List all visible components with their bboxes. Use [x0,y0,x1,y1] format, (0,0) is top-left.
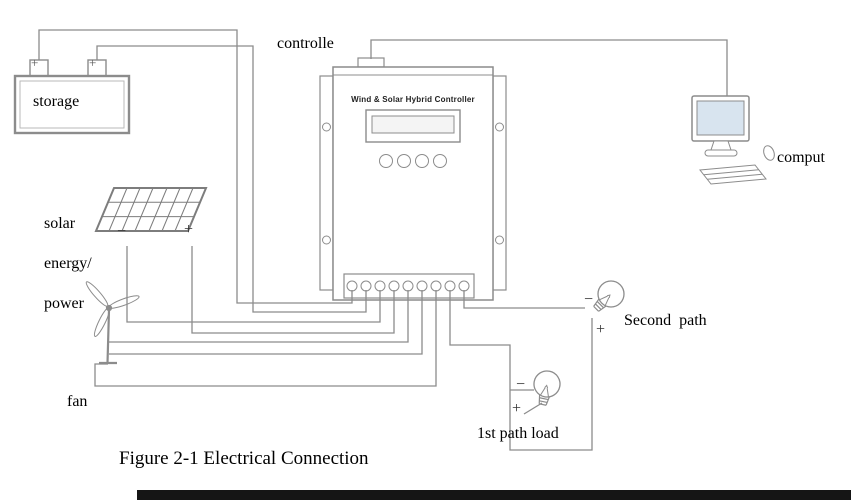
battery-body [13,74,131,135]
wires [38,29,728,451]
controller-button-4 [433,154,447,168]
monitor-screen [696,100,745,136]
first-path-bulb [529,367,564,408]
solar-minus-mark: − [117,223,127,240]
mouse [763,145,775,161]
wire-fan-2 [109,290,423,355]
solar-label-line3: power [44,295,84,312]
controller-label: controlle [277,35,334,52]
wire-battery-left [38,29,353,304]
solar-panel [94,187,208,232]
bracket-hole [322,122,331,132]
controller-top-tab [357,57,385,68]
controller-body [332,66,494,301]
controller-unit [319,57,507,301]
controller-bracket-left [319,75,334,291]
wire-solar-minus [126,246,381,323]
battery [13,59,131,135]
wind-turbine [85,281,140,365]
battery-left-plus-mark: + [31,55,39,70]
second-path-plus-mark: + [596,321,606,338]
fan-pole [99,309,117,365]
monitor-stand [710,140,732,151]
battery-right-plus-mark: + [89,55,97,70]
first-path-minus-mark: − [516,376,526,393]
fan-blade-1 [85,281,109,307]
controller-title: Wind & Solar Hybrid Controller [351,95,475,104]
solar-label-line1: solar [44,215,76,232]
second-path-label: Second path [624,312,707,329]
controller-lcd-screen [371,115,455,134]
bracket-hole [495,122,504,132]
bracket-hole [495,235,504,245]
monitor-base [704,149,738,157]
fan-blade-2 [108,295,140,309]
controller-button-2 [397,154,411,168]
wire-battery-right [96,45,367,313]
keyboard-row-line [703,169,759,176]
wire-load-return-loop [449,290,593,451]
wire-fan-3 [94,290,437,387]
fan-label: fan [67,393,88,410]
controller-bracket-right [492,75,507,291]
keyboard-row-line [707,173,763,180]
computer-label: comput [777,149,825,166]
solar-label-line2: energy/ [44,255,92,272]
wire-first-path-plus-lead [523,402,543,415]
second-path-minus-mark: − [584,291,594,308]
controller-button-3 [415,154,429,168]
wire-fan-1 [109,290,409,343]
solar-panel-grid [102,187,200,232]
computer [691,95,775,185]
solar-plus-mark: + [184,221,194,238]
battery-body-inner-line [19,80,125,129]
wire-controller-computer [370,39,728,96]
figure-caption: Figure 2-1 Electrical Connection [119,448,369,469]
fan-hub [105,304,113,312]
controller-button-1 [379,154,393,168]
storage-label: storage [33,93,80,110]
wire-second-path [463,290,585,309]
bottom-edge-bar [137,490,851,500]
wire-solar-plus [191,246,395,334]
first-path-load-label: 1st path load [477,425,559,442]
bracket-hole [322,235,331,245]
first-path-plus-mark: + [512,400,522,417]
controller-terminals [346,280,470,292]
